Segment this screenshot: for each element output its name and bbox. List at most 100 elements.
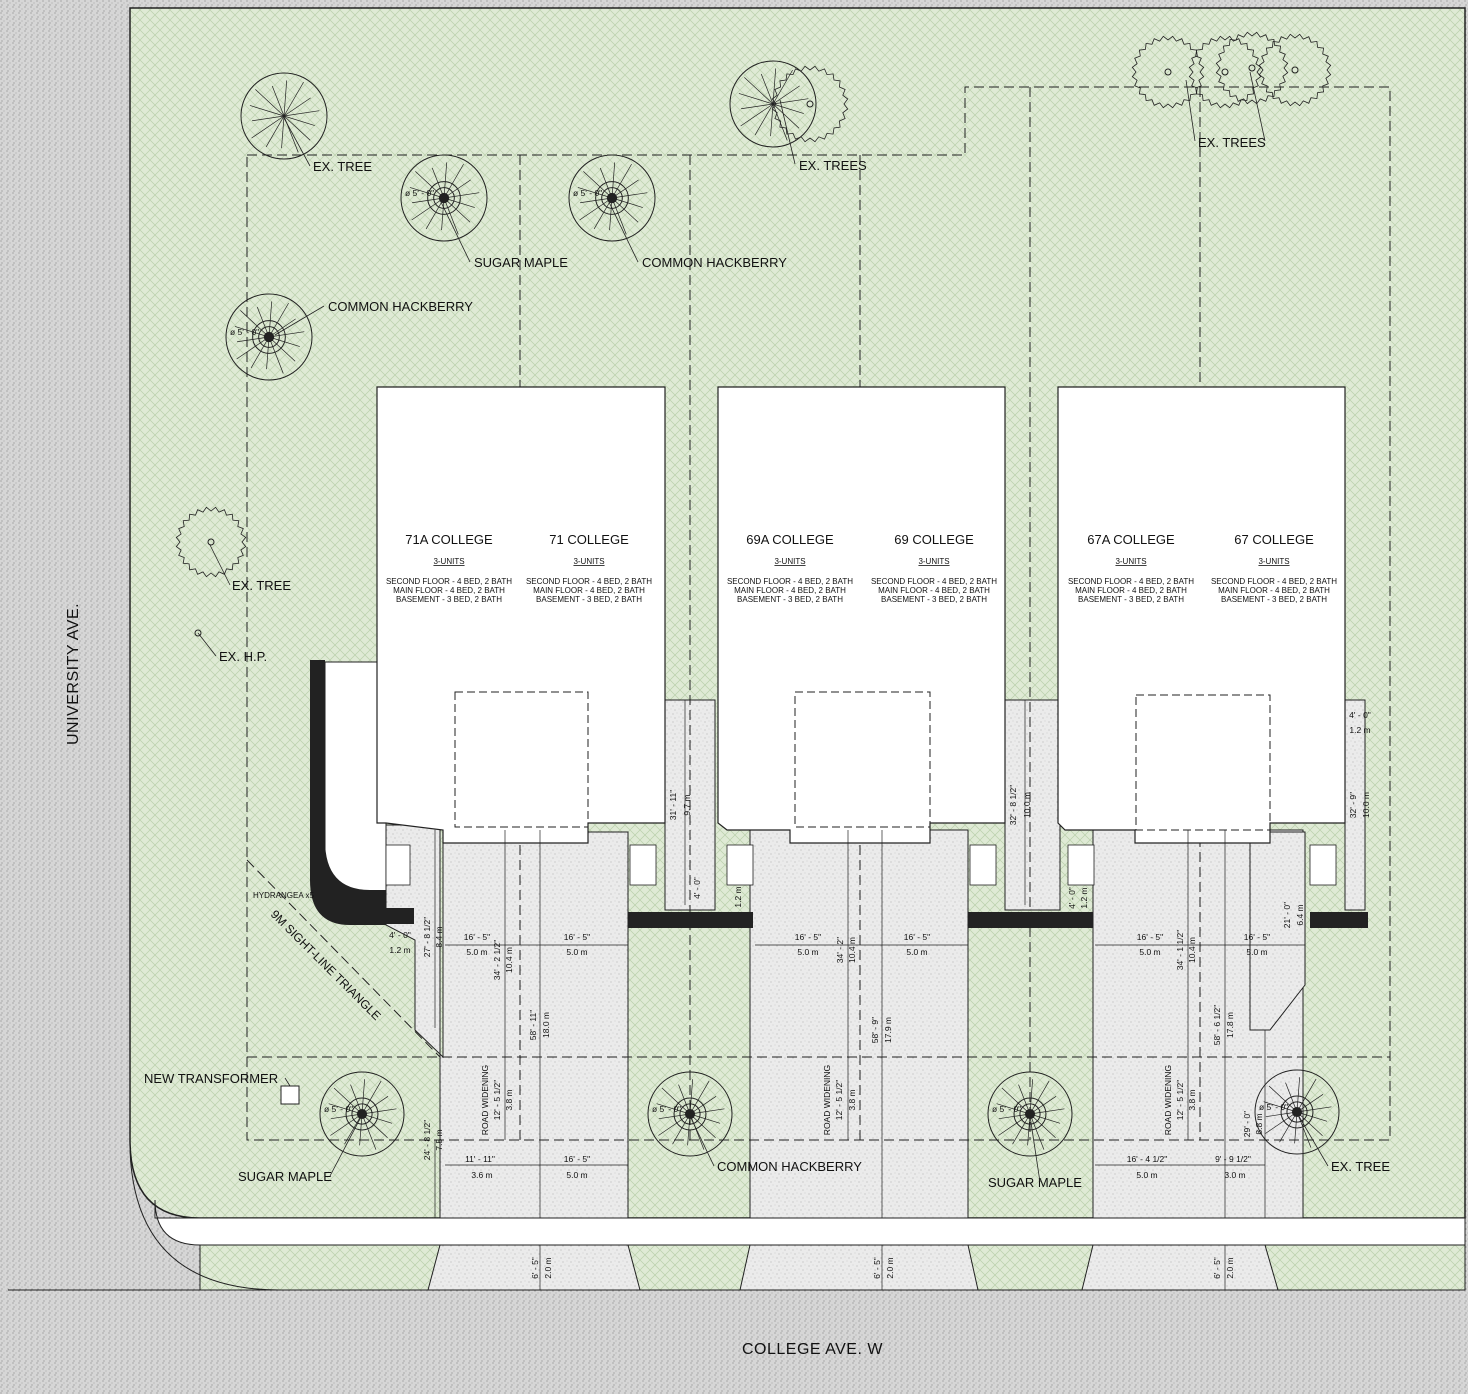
dimension-label: 16' - 5": [904, 932, 930, 942]
unit-floor: BASEMENT - 3 BED, 2 BATH: [737, 595, 843, 604]
unit-count: 3-UNITS: [573, 557, 604, 566]
tree-icon: [729, 60, 817, 148]
unit-floor: BASEMENT - 3 BED, 2 BATH: [1078, 595, 1184, 604]
tree-icon: [1131, 35, 1205, 109]
dimension-label: 12' - 5 1/2": [834, 1080, 844, 1121]
dimension-label: 8.8 m: [1254, 1113, 1264, 1134]
tree-icon: ø 5' - 0": [1254, 1069, 1340, 1155]
unit-count: 3-UNITS: [774, 557, 805, 566]
building-71: [376, 386, 666, 844]
callout-common-hackberry-s: COMMON HACKBERRY: [717, 1159, 862, 1174]
dimension-label: 17.8 m: [1225, 1012, 1235, 1038]
callout-common-hackberry-w: COMMON HACKBERRY: [328, 299, 473, 314]
dimension-label: 10.4 m: [1187, 937, 1197, 963]
dimension-label: 8.4 m: [434, 926, 444, 947]
tree-diameter-label: ø 5' - 0": [230, 327, 259, 337]
building-69: [717, 386, 1006, 844]
tree-diameter-label: ø 5' - 0": [573, 188, 602, 198]
tree-icon: ø 5' - 0": [319, 1071, 405, 1157]
unit-count: 3-UNITS: [433, 557, 464, 566]
tree-icon: ø 5' - 0": [225, 293, 313, 381]
dimension-label: 3.8 m: [1187, 1089, 1197, 1110]
unit-floor: SECOND FLOOR - 4 BED, 2 BATH: [526, 577, 652, 586]
dimension-label: 1.2 m: [733, 886, 743, 907]
tree-diameter-label: ø 5' - 0": [324, 1104, 353, 1114]
unit-count: 3-UNITS: [1258, 557, 1289, 566]
callout-ex-trees-ne: EX. TREES: [1198, 135, 1266, 150]
dimension-label: 6' - 5": [872, 1257, 882, 1279]
dimension-label: 5.0 m: [1139, 947, 1160, 957]
dimension-label: 58' - 11": [528, 1010, 538, 1040]
buildings: [376, 386, 1346, 844]
tree-icon: [1215, 31, 1289, 105]
tree-icon: [240, 72, 328, 160]
dimension-label: 9' - 9 1/2": [1215, 1154, 1251, 1164]
dimension-label: 11' - 11": [465, 1154, 495, 1164]
dimension-label: 4' - 0": [692, 877, 702, 899]
dimension-label: 10.4 m: [504, 947, 514, 973]
dimension-label: 3.6 m: [471, 1170, 492, 1180]
tree-icon: ø 5' - 0": [400, 154, 488, 242]
dimension-label: 1.2 m: [1349, 725, 1370, 735]
callout-ex-tree-se: EX. TREE: [1331, 1159, 1390, 1174]
tree-icon: [771, 65, 849, 143]
transformer-box: [280, 1085, 300, 1105]
dimension-labels: 27' - 8 1/2"8.4 m 4' - 0" 1.2 m 16' - 5" 5.0…: [389, 710, 1371, 1279]
tree-diameter-label: ø 5' - 0": [1259, 1102, 1288, 1112]
dimension-label: 16' - 5": [1244, 932, 1270, 942]
building-67: [1057, 386, 1346, 844]
dimension-label: 3.0 m: [1224, 1170, 1245, 1180]
dimension-label: 2.0 m: [543, 1257, 553, 1278]
unit-floor: SECOND FLOOR - 4 BED, 2 BATH: [1068, 577, 1194, 586]
dimension-label: 4' - 0": [1349, 710, 1371, 720]
dimension-label: 7.5 m: [434, 1129, 444, 1150]
dimension-lines: [434, 700, 1366, 1290]
dimension-label: 34' - 2 1/2": [492, 940, 502, 981]
dimension-label: 5.0 m: [466, 947, 487, 957]
dimension-label: 5.0 m: [1246, 947, 1267, 957]
unit-floor: SECOND FLOOR - 4 BED, 2 BATH: [1211, 577, 1337, 586]
dimension-label: 3.8 m: [847, 1089, 857, 1110]
callout-sugar-maple-sw: SUGAR MAPLE: [238, 1169, 332, 1184]
unit-floor: MAIN FLOOR - 4 BED, 2 BATH: [393, 586, 505, 595]
dimension-label: 6.4 m: [1295, 904, 1305, 925]
tree-icon: [1258, 33, 1332, 107]
unit-floor: BASEMENT - 3 BED, 2 BATH: [1221, 595, 1327, 604]
callout-ex-trees-n: EX. TREES: [799, 158, 867, 173]
tree-diameter-label: ø 5' - 0": [992, 1104, 1021, 1114]
callout-ex-tree-nw: EX. TREE: [313, 159, 372, 174]
dimension-label: 16' - 5": [564, 932, 590, 942]
dimension-label: 21' - 0": [1282, 902, 1292, 928]
unit-floor: MAIN FLOOR - 4 BED, 2 BATH: [533, 586, 645, 595]
unit-floor: BASEMENT - 3 BED, 2 BATH: [396, 595, 502, 604]
dimension-label: 16' - 5": [795, 932, 821, 942]
callout-ex-hp: EX. H.P.: [219, 649, 267, 664]
dimension-label: 16' - 5": [564, 1154, 590, 1164]
street-university: UNIVERSITY AVE.: [65, 603, 82, 745]
dimension-label: 58' - 9": [870, 1017, 880, 1043]
dimension-label: 5.0 m: [1136, 1170, 1157, 1180]
tree-icon: ø 5' - 0": [647, 1071, 733, 1157]
unit-floor: SECOND FLOOR - 4 BED, 2 BATH: [386, 577, 512, 586]
trees: ø 5' - 0" ø 5' - 0" ø 5' - 0" ø 5' - 0" ø 5'…: [175, 31, 1340, 1157]
callout-sugar-maple-s: SUGAR MAPLE: [988, 1175, 1082, 1190]
unit-name: 67A COLLEGE: [1087, 532, 1175, 547]
curb-cuts: [427, 1244, 1279, 1291]
dimension-label: 1.2 m: [389, 945, 410, 955]
unit-name: 69A COLLEGE: [746, 532, 834, 547]
dimension-label: 27' - 8 1/2": [422, 917, 432, 958]
tree-diameter-label: ø 5' - 0": [405, 188, 434, 198]
dimension-label: 16' - 5": [464, 932, 490, 942]
unit-floor: BASEMENT - 3 BED, 2 BATH: [881, 595, 987, 604]
unit-floor: MAIN FLOOR - 4 BED, 2 BATH: [1075, 586, 1187, 595]
callout-hydrangea: HYDRANGEA x5: [253, 891, 314, 900]
dimension-label: 16' - 5": [1137, 932, 1163, 942]
driveways: [385, 699, 1366, 1219]
hydrant-icon: [194, 629, 202, 637]
dimension-label: 34' - 2": [835, 937, 845, 963]
unit-name: 71 COLLEGE: [549, 532, 629, 547]
